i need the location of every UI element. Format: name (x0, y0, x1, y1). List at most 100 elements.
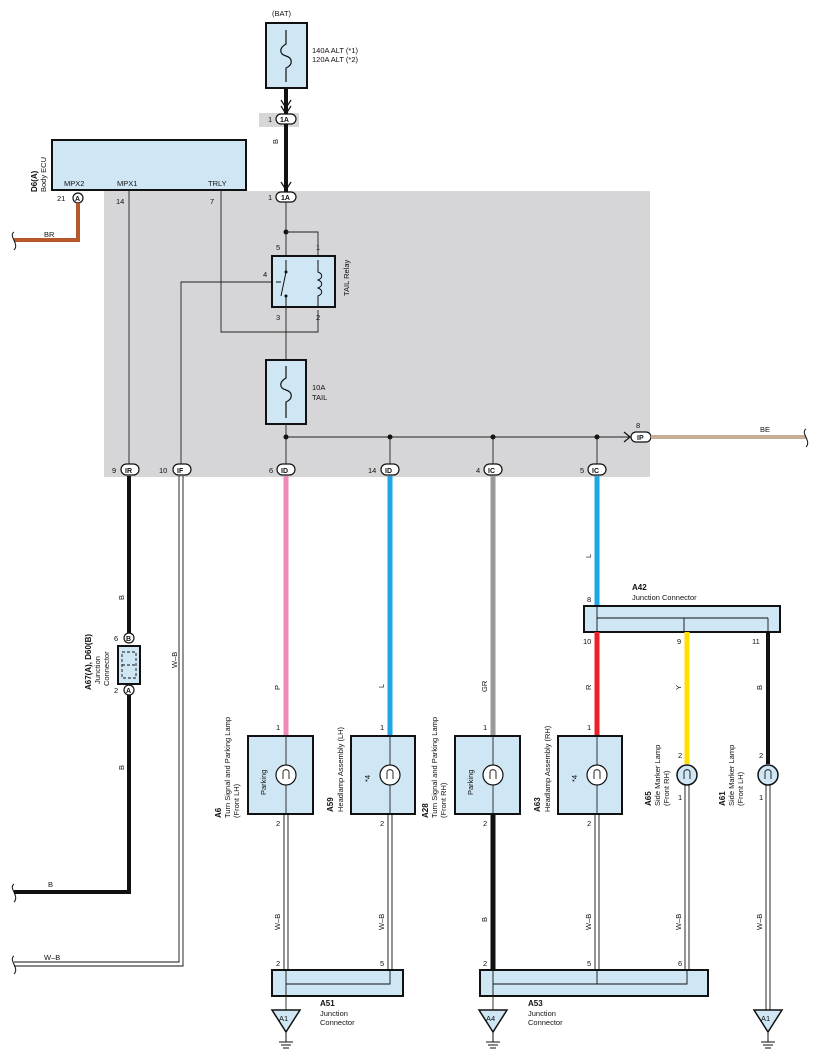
wire-label-b-left2: B (117, 765, 126, 770)
wire-label-wb-a63: W–B (584, 914, 593, 930)
line-trly (220, 190, 319, 333)
relay-contact (284, 270, 288, 274)
a53-box (479, 969, 709, 997)
relay-pin-5: 5 (276, 243, 280, 252)
ground-label-1: A1 (279, 1014, 288, 1023)
a61-bulb-icon (757, 764, 779, 786)
a42-internal (596, 606, 769, 632)
connector-ic1-num: 4 (476, 466, 480, 475)
a28-name2: (Front RH) (439, 782, 448, 818)
a53-pin-5: 5 (587, 959, 591, 968)
relay-coil-icon (316, 260, 323, 307)
a65-filament (683, 769, 691, 779)
alt-fuse-label-2: 120A ALT (*2) (312, 55, 359, 64)
wire-label-b-a28: B (480, 917, 489, 922)
wire-label-wb-bottom: W–B (44, 953, 60, 962)
connector-ic1 (483, 463, 503, 476)
bottom-connectors: 9 IR 10 IF 6 ID 14 ID 4 IC 5 IC (112, 463, 607, 476)
connector-ip-label: IP (637, 435, 644, 442)
a42-code: A42 (632, 583, 647, 592)
wire-break-be (803, 428, 809, 448)
wire-wb-a63 (594, 814, 600, 970)
a61-pin-top: 2 (759, 751, 763, 760)
connector-if-num: 10 (159, 466, 167, 475)
a51-internal (285, 970, 391, 996)
wire-label-r: R (584, 684, 593, 690)
a51-pin-2: 2 (276, 959, 280, 968)
a6-name2: (Front LH) (232, 783, 241, 818)
a59-pin-top: 1 (380, 723, 384, 732)
wire-br (14, 203, 80, 242)
a6-bulb-icon (275, 764, 297, 786)
a61-name1: Side Marker Lamp (727, 745, 736, 806)
a63-code: A63 (533, 797, 542, 812)
a59-filament (386, 769, 394, 779)
a28-pin-bot: 2 (483, 819, 487, 828)
wire-label-l1: L (377, 684, 386, 688)
a63-pin-bot: 2 (587, 819, 591, 828)
a67-name2: Connector (102, 651, 111, 686)
wire-wb-a59 (387, 814, 393, 970)
a53-pin-6: 6 (678, 959, 682, 968)
a67-code: A67(A), D60(B) (84, 634, 93, 690)
a67-conn-top-label: B (126, 636, 131, 643)
connector-if (172, 463, 192, 476)
a42-pin-11: 11 (752, 637, 760, 646)
a53-code: A53 (528, 999, 543, 1008)
wire-break-br (11, 231, 17, 251)
a67-pin-top: 6 (114, 634, 118, 643)
a65-code: A65 (644, 791, 653, 806)
connector-ir-num: 9 (112, 466, 116, 475)
wire-wb-a65 (684, 785, 690, 970)
connector-ir (120, 463, 140, 476)
a28-inner: Parking (466, 770, 475, 795)
line-relay-4 (180, 281, 276, 470)
ground-icon-1: A1 (270, 1009, 302, 1049)
connector-ic2-label: IC (592, 468, 599, 475)
a61-filament (764, 769, 772, 779)
a53-internal (492, 970, 688, 996)
ecu-code: D6(A) (30, 170, 39, 192)
wire-label-b-left1: B (117, 595, 126, 600)
connector-1a-label: 1A (280, 117, 289, 124)
ground-icon-3: A1 (752, 1009, 784, 1049)
a42-pin-10: 10 (583, 637, 591, 646)
ecu-name: Body ECU (39, 157, 48, 192)
tail-fuse-name: TAIL (312, 393, 327, 402)
a65-pin-top: 2 (678, 751, 682, 760)
a6-pin-bot: 2 (276, 819, 280, 828)
wire-label-b-top: B (271, 139, 280, 144)
connector-1a2-label: 1A (281, 195, 290, 202)
ecu-pin-trly: TRLY (208, 179, 227, 188)
connector-id1 (276, 463, 296, 476)
wire-label-wb-a65: W–B (674, 914, 683, 930)
relay-pin-3: 3 (276, 313, 280, 322)
ground-label-2: A4 (486, 1014, 495, 1023)
connector-ic2-num: 5 (580, 466, 584, 475)
a65-name2: (Front RH) (662, 770, 671, 806)
wire-label-gr: GR (480, 680, 489, 692)
a28-pin-top: 1 (483, 723, 487, 732)
ecu-pin-21: 21 (57, 194, 65, 203)
a61-pin-bot: 1 (759, 793, 763, 802)
connector-1a (275, 113, 297, 125)
a42-pin-9: 9 (677, 637, 681, 646)
a51-code: A51 (320, 999, 335, 1008)
a42-name: Junction Connector (632, 593, 697, 602)
arrow-icon-2 (280, 181, 292, 192)
arrow-icon-ip (623, 431, 631, 443)
wire-label-be: BE (760, 425, 770, 434)
wire-wb-left (14, 476, 184, 967)
a59-code: A59 (326, 797, 335, 812)
a65-bulb-icon (676, 764, 698, 786)
a53-name2: Connector (528, 1018, 563, 1027)
a67-name1: Junction (93, 656, 102, 684)
a53-name1: Junction (528, 1009, 556, 1018)
wire-label-l2: L (584, 554, 593, 558)
wire-label-wb-left: W–B (170, 652, 179, 668)
wire-b-left-lower (14, 695, 131, 894)
alt-fuse-box (265, 22, 308, 89)
wire-label-b-a61: B (755, 685, 764, 690)
wire-label-wb-a59: W–B (377, 914, 386, 930)
